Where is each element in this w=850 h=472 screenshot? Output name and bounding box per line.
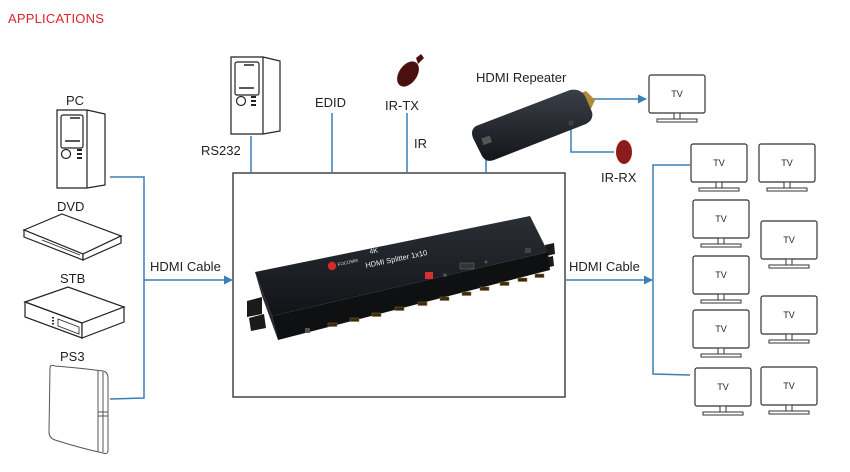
source-label-ps3: PS3 xyxy=(60,349,85,364)
game-console-icon xyxy=(48,364,109,455)
tv-label: TV xyxy=(781,158,793,168)
rs232-port-icon xyxy=(459,262,475,270)
cable-pc xyxy=(109,176,145,400)
tv-icon: TV xyxy=(760,220,818,269)
tv-label: TV xyxy=(783,381,795,391)
set-top-box-icon xyxy=(23,286,126,339)
tv-icon: TV xyxy=(692,255,750,304)
pc-tower-icon xyxy=(56,109,106,189)
tv-label: TV xyxy=(671,89,683,99)
tv-label: TV xyxy=(715,324,727,334)
ir-tx-label: IR-TX xyxy=(385,98,419,113)
splitter-line1: 4K xyxy=(369,247,379,256)
tv-icon: TV xyxy=(760,295,818,344)
rs232-pc-icon xyxy=(230,56,281,135)
tv-icon: TV xyxy=(760,366,818,415)
tv-label: TV xyxy=(713,158,725,168)
edid-switch-icon xyxy=(425,272,433,279)
reset-button-icon xyxy=(484,260,488,264)
source-label-pc: PC xyxy=(66,93,85,108)
tv-group: TV TV TV TV TV TV TV TV TV TV xyxy=(648,74,818,416)
tv-icon: TV xyxy=(692,199,750,248)
source-label-stb: STB xyxy=(60,271,86,286)
input-cable-label: HDMI Cable xyxy=(150,259,221,274)
tv-icon: TV xyxy=(694,367,752,416)
tv-icon: TV xyxy=(690,143,748,192)
cable-lines xyxy=(109,94,691,400)
cable-tv-bracket xyxy=(652,164,691,376)
cable-ir-rx xyxy=(570,125,614,153)
output-cable-label: HDMI Cable xyxy=(569,259,640,274)
repeater-tv-icon: TV xyxy=(648,74,706,123)
splitter-brand: FOCOMM xyxy=(337,258,358,267)
ir-label: IR xyxy=(414,136,427,151)
tv-label: TV xyxy=(783,310,795,320)
hdmi-splitter-device: FOCOMM 4K HDMI Splitter 1x10 xyxy=(247,216,555,340)
dvd-player-icon xyxy=(22,213,123,261)
tv-label: TV xyxy=(717,382,729,392)
ir-rx-label: IR-RX xyxy=(601,170,637,185)
power-switch-icon xyxy=(525,248,531,253)
rs232-label: RS232 xyxy=(201,143,241,158)
edid-label: EDID xyxy=(315,95,347,110)
ir-receiver-icon xyxy=(616,140,632,164)
hdmi-repeater-label: HDMI Repeater xyxy=(476,70,567,85)
tv-icon: TV xyxy=(692,309,750,358)
tv-label: TV xyxy=(715,270,727,280)
dc-power-jack-icon xyxy=(305,328,310,333)
tv-label: TV xyxy=(715,214,727,224)
tv-label: TV xyxy=(783,235,795,245)
hdmi-ports xyxy=(327,273,545,327)
splitter-frame xyxy=(232,172,566,398)
ir-transmitter-icon xyxy=(397,54,424,87)
tv-icon: TV xyxy=(758,143,816,192)
hdmi-repeater-icon xyxy=(472,89,595,161)
source-label-dvd: DVD xyxy=(57,199,85,214)
ir-port-icon xyxy=(443,273,447,277)
section-title: APPLICATIONS xyxy=(8,11,105,26)
